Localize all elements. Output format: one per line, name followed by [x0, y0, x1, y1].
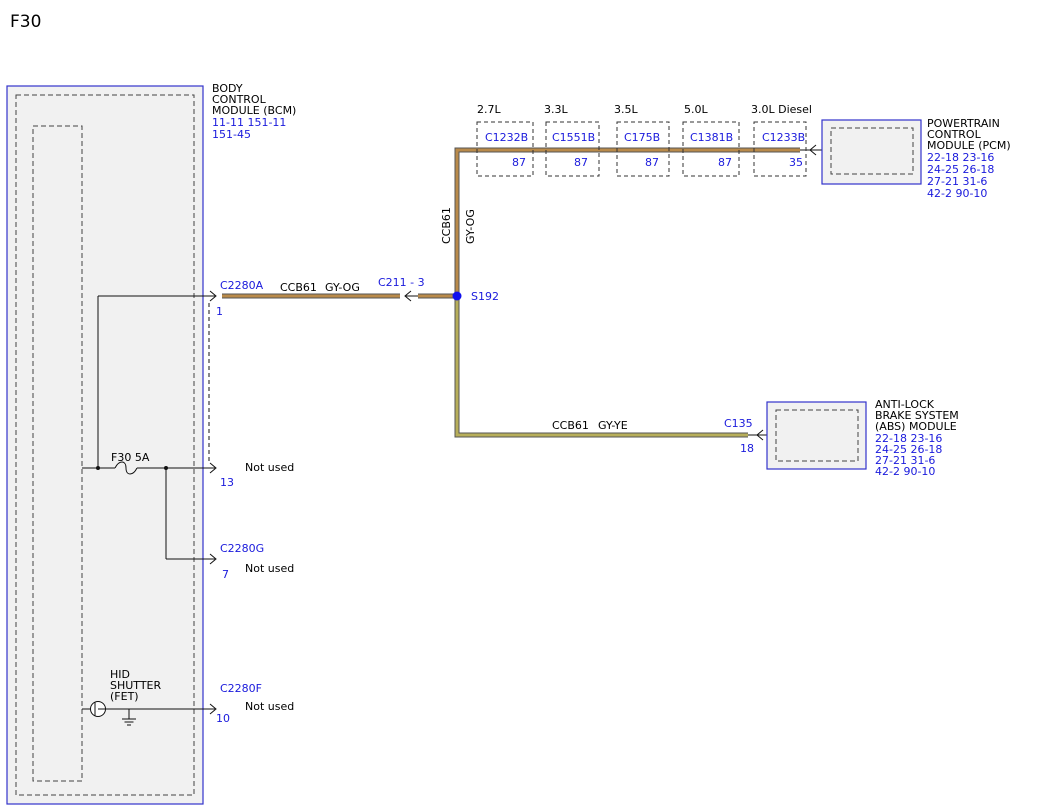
bcm-name-line: BODY: [212, 82, 243, 95]
vertical-wire-circuit-label: CCB61: [440, 207, 453, 244]
abs-inner-dashed: [775, 409, 859, 462]
bcm-ref: 11-11 151-11: [212, 116, 286, 129]
bcm-name-line: MODULE (BCM): [212, 104, 296, 117]
connector-box: [476, 121, 534, 177]
pcm-name-line: MODULE (PCM): [927, 139, 1011, 152]
bcm-outline: [6, 85, 204, 805]
abs-ref: 42-2 90-10: [875, 465, 935, 478]
pcm-name-line: POWERTRAIN: [927, 117, 1000, 130]
variant-connector: C1233B: [762, 131, 805, 144]
variant-connector: C1232B: [485, 131, 528, 144]
pcm-module: POWERTRAIN CONTROL MODULE (PCM) 22-18 23…: [821, 117, 1011, 200]
wire-bcm-gy-og: [222, 290, 457, 302]
connector-box: [616, 121, 670, 177]
engine-variant: 3.5L C175B 87: [614, 103, 670, 177]
hid-shutter-fet: HID SHUTTER (FET): [90, 668, 162, 726]
junction-dot: [164, 466, 168, 470]
abs-wire-color-label: GY-YE: [598, 419, 628, 432]
bcm-inner-dashed: [15, 94, 195, 796]
bcm-connector-label: C2280A: [220, 279, 264, 292]
bcm-internal-block: [32, 125, 83, 782]
bcm-ref: 151-45: [212, 128, 251, 141]
engine-variant: 3.3L C1551B 87: [544, 103, 600, 177]
pcm-ref: 27-21 31-6: [927, 175, 987, 188]
junction-dot: [96, 466, 100, 470]
pin-status: Not used: [245, 700, 294, 713]
engine-variant: 5.0L C1381B 87: [682, 103, 740, 177]
engine-label: 5.0L: [684, 103, 708, 116]
ground-icon: [122, 718, 136, 726]
engine-label: 3.3L: [544, 103, 568, 116]
pcm-ref: 22-18 23-16: [927, 151, 994, 164]
fuse-label: F30 5A: [111, 451, 150, 464]
bcm-connector-label: C2280G: [220, 542, 264, 555]
wire-circuit-label: CCB61: [280, 281, 317, 294]
abs-name-line: BRAKE SYSTEM: [875, 409, 959, 422]
abs-outline: [766, 401, 867, 470]
pcm-ref: 42-2 90-10: [927, 187, 987, 200]
abs-ref: 22-18 23-16: [875, 432, 942, 445]
bcm-name-line: CONTROL: [212, 93, 267, 106]
abs-name-line: (ABS) MODULE: [875, 420, 957, 433]
connector-box: [545, 121, 600, 177]
wire-color-label: GY-OG: [325, 281, 360, 294]
abs-ref: 24-25 26-18: [875, 443, 942, 456]
variant-pin: 87: [718, 156, 732, 169]
abs-wire-circuit-label: CCB61: [552, 419, 589, 432]
bcm-pin-number: 7: [222, 568, 229, 581]
abs-name-line: ANTI-LOCK: [875, 398, 935, 411]
page-title: F30: [10, 12, 41, 32]
engine-label: 3.0L Diesel: [751, 103, 812, 116]
hid-label-line: HID: [110, 668, 130, 681]
connector-box: [682, 121, 740, 177]
abs-module: ANTI-LOCK BRAKE SYSTEM (ABS) MODULE 22-1…: [766, 398, 959, 478]
pcm-ref: 24-25 26-18: [927, 163, 994, 176]
pin-status: Not used: [245, 562, 294, 575]
pcm-inner-dashed: [830, 127, 914, 175]
inline-connector-label: C211 - 3: [378, 276, 425, 289]
variant-pin: 87: [645, 156, 659, 169]
pin-status: Not used: [245, 461, 294, 474]
splice-label: S192: [471, 290, 499, 303]
bcm-pin-number: 10: [216, 712, 230, 725]
bcm-pin-number: 1: [216, 305, 223, 318]
fuse-symbol: F30 5A: [111, 451, 150, 475]
engine-label: 3.5L: [614, 103, 638, 116]
variant-connector: C1551B: [552, 131, 595, 144]
hid-label-line: SHUTTER: [110, 679, 162, 692]
engine-label: 2.7L: [477, 103, 501, 116]
variant-connector: C1381B: [690, 131, 733, 144]
hid-label-line: (FET): [110, 690, 139, 703]
bcm-connector-label: C2280F: [220, 682, 262, 695]
vertical-wire-color-label: GY-OG: [464, 209, 477, 244]
abs-connector-label: C135: [724, 417, 753, 430]
abs-pin-number: 18: [740, 442, 754, 455]
pcm-name-line: CONTROL: [927, 128, 982, 141]
variant-connector: C175B: [624, 131, 660, 144]
variant-pin: 87: [574, 156, 588, 169]
connector-box: [753, 121, 807, 177]
variant-pin: 87: [512, 156, 526, 169]
variant-pin: 35: [789, 156, 803, 169]
engine-variant: 3.0L Diesel C1233B 35: [751, 103, 812, 177]
abs-ref: 27-21 31-6: [875, 454, 935, 467]
splice-dot: [452, 291, 462, 301]
engine-variant: 2.7L C1232B 87: [476, 103, 534, 177]
bcm-module: BODY CONTROL MODULE (BCM) 11-11 151-11 1…: [6, 82, 296, 805]
pcm-outline: [821, 119, 922, 185]
bcm-pin-number: 13: [220, 476, 234, 489]
